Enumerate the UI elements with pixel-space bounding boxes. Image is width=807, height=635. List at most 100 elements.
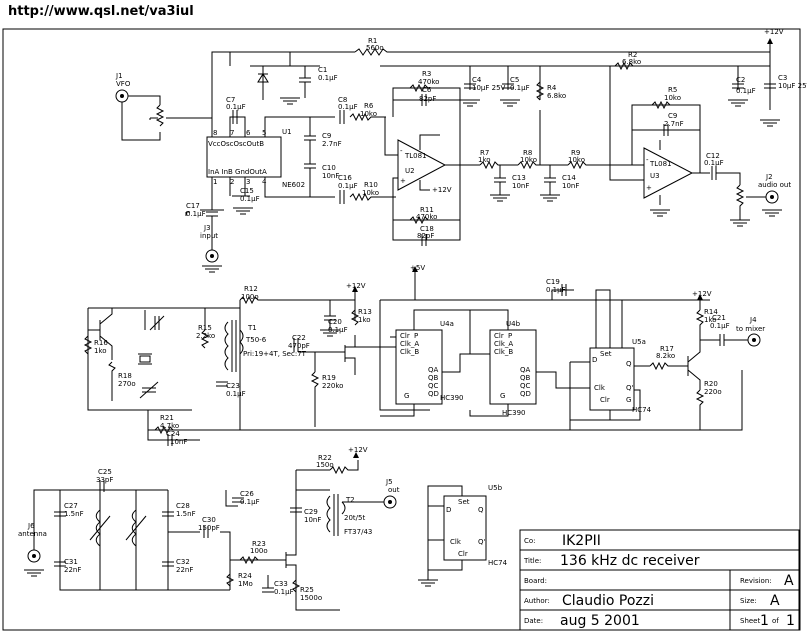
svg-text:10nF: 10nF <box>562 182 579 190</box>
capacitor-c30: C30 150pF <box>198 516 220 538</box>
svg-text:C27: C27 <box>64 502 78 510</box>
capacitor-c3: C3 10µF 25V <box>764 74 807 90</box>
svg-text:82pF: 82pF <box>419 95 436 103</box>
svg-text:C26: C26 <box>240 490 254 498</box>
svg-text:R9: R9 <box>571 149 580 157</box>
capacitor-c19: C19 0.1µF <box>546 278 574 300</box>
resistor-r24: R24 1Mo <box>226 572 253 588</box>
svg-text:C9: C9 <box>322 132 331 140</box>
resistor-r17: R17 8.2ko <box>649 345 688 371</box>
svg-text:2.7nF: 2.7nF <box>664 120 684 128</box>
svg-text:0.1µF: 0.1µF <box>710 322 730 330</box>
svg-text:C21: C21 <box>712 314 726 322</box>
capacitor-c2: C2 0.1µF <box>732 76 756 95</box>
svg-text:J6: J6 <box>27 522 35 530</box>
svg-text:U5a: U5a <box>632 338 646 346</box>
svg-text:D: D <box>446 506 451 514</box>
power-12v-q3: +12V <box>692 290 712 310</box>
power-12v-top: +12V <box>764 28 784 52</box>
capacitor-c31: C31 22nF <box>54 558 81 574</box>
svg-text:HC74: HC74 <box>632 406 652 414</box>
capacitor-c27: C27 1.5nF <box>54 502 84 518</box>
svg-text:R18: R18 <box>118 372 132 380</box>
capacitor-c22: C22 470pF <box>288 334 310 352</box>
ic-u5a: Set Clk Clr D Q Q' G U5a HC74 <box>569 289 652 430</box>
svg-text:+12V: +12V <box>348 446 368 454</box>
svg-text:U3: U3 <box>650 172 660 180</box>
svg-text:R5: R5 <box>668 86 677 94</box>
svg-text:J1: J1 <box>115 72 123 80</box>
resistor-r1: R1 560o <box>354 37 392 56</box>
svg-text:A: A <box>770 593 780 609</box>
svg-text:of: of <box>772 617 779 625</box>
svg-text:InA InB GndOutA: InA InB GndOutA <box>208 168 267 176</box>
svg-text:270o: 270o <box>118 380 136 388</box>
svg-text:R22: R22 <box>318 454 332 462</box>
svg-text:C25: C25 <box>98 468 112 476</box>
svg-text:220ko: 220ko <box>322 382 343 390</box>
svg-text:Q: Q <box>478 506 484 514</box>
svg-text:C24: C24 <box>166 430 180 438</box>
svg-text:3: 3 <box>246 178 250 186</box>
svg-text:C5: C5 <box>510 76 519 84</box>
svg-text:Clk_A: Clk_A <box>400 340 419 348</box>
svg-text:input: input <box>200 232 218 240</box>
resistor-r8: R8 10ko <box>508 149 561 170</box>
svg-text:6.8ko: 6.8ko <box>547 92 566 100</box>
svg-text:20t/5t: 20t/5t <box>344 514 365 522</box>
svg-text:0.1µF: 0.1µF <box>736 87 756 95</box>
capacitor-c14: C14 10nF <box>540 165 579 202</box>
svg-text:1.5nF: 1.5nF <box>176 510 196 518</box>
svg-text:Clr: Clr <box>600 396 610 404</box>
svg-text:D: D <box>592 356 597 364</box>
svg-text:Sheet: Sheet <box>740 617 760 625</box>
svg-text:R2: R2 <box>628 51 637 59</box>
svg-text:10ko: 10ko <box>520 156 537 164</box>
svg-text:R25: R25 <box>300 586 314 594</box>
resistor-r25: R25 1500o <box>292 579 322 602</box>
resistor-r23: R23 100o <box>239 540 268 565</box>
svg-text:J5: J5 <box>385 478 393 486</box>
transformer-t1: T1 T50-6 Pri:19+4T, Sec:7T <box>224 320 307 372</box>
capacitor-c20: C20 0.1µF <box>320 300 348 337</box>
svg-text:C7: C7 <box>226 96 235 104</box>
svg-text:QA: QA <box>520 366 531 374</box>
transformer-t2: T2 20t/5t FT37/43 <box>326 494 384 536</box>
svg-text:R20: R20 <box>704 380 718 388</box>
svg-text:Author:: Author: <box>524 597 550 605</box>
svg-text:C9: C9 <box>668 112 677 120</box>
svg-text:470ko: 470ko <box>418 78 439 86</box>
svg-text:QA: QA <box>428 366 439 374</box>
svg-text:0.1µF: 0.1µF <box>328 326 348 334</box>
svg-text:C29: C29 <box>304 508 318 516</box>
svg-text:560o: 560o <box>366 44 384 52</box>
svg-text:1ko: 1ko <box>704 316 717 324</box>
capacitor-c13: C13 10nF <box>490 165 529 202</box>
capacitor-c23: C23 0.1µF <box>216 381 246 398</box>
svg-text:2.7nF: 2.7nF <box>322 140 342 148</box>
svg-text:Clk_A: Clk_A <box>494 340 513 348</box>
svg-text:+12V: +12V <box>346 282 366 290</box>
svg-text:QB: QB <box>520 374 531 382</box>
svg-text:C18: C18 <box>420 225 434 233</box>
svg-text:TL081: TL081 <box>649 160 672 168</box>
svg-text:Title:: Title: <box>523 557 541 565</box>
svg-text:C16: C16 <box>338 174 352 182</box>
svg-text:IK2PII: IK2PII <box>562 533 601 549</box>
svg-text:10ko: 10ko <box>362 189 379 197</box>
svg-text:470ko: 470ko <box>416 213 437 221</box>
transistor-q3 <box>687 340 701 390</box>
svg-text:C30: C30 <box>202 516 216 524</box>
capacitor-c28: C28 1.5nF <box>162 502 196 518</box>
svg-text:8: 8 <box>213 129 217 137</box>
sheet-border <box>2 28 801 631</box>
svg-text:QC: QC <box>520 382 531 390</box>
varcap-cv2 <box>139 381 159 399</box>
capacitor-c25: C25 33pF <box>96 468 113 492</box>
svg-text:C23: C23 <box>226 382 240 390</box>
svg-text:QD: QD <box>520 390 531 398</box>
resistor-r19: R19 220ko <box>310 352 343 427</box>
resistor-r9: R9 10ko <box>558 149 641 170</box>
svg-text:10ko: 10ko <box>664 94 681 102</box>
svg-text:1: 1 <box>760 613 769 629</box>
